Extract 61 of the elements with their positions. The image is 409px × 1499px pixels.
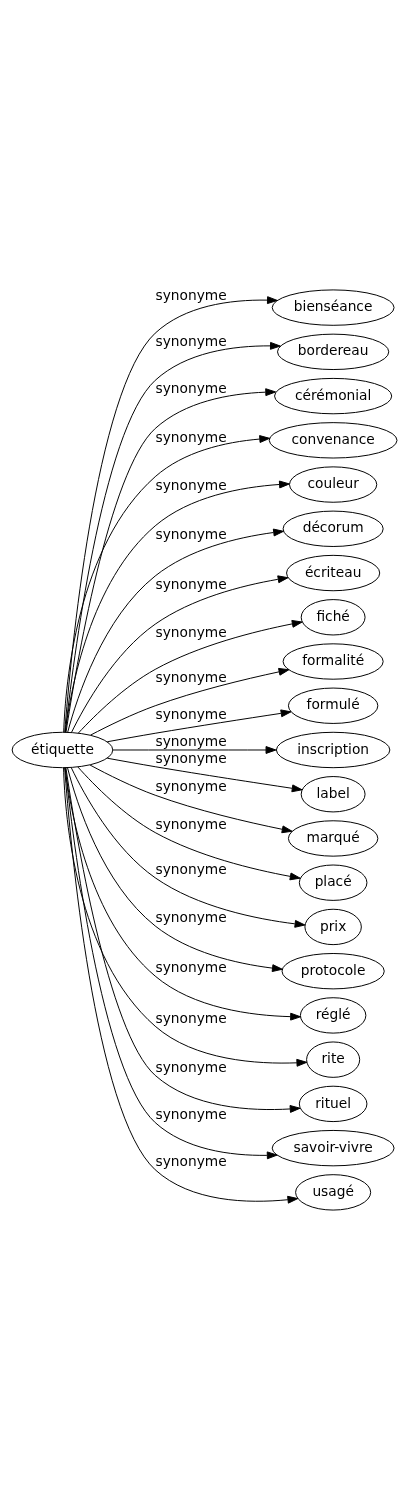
node-ellipse: placé	[298, 864, 368, 901]
arrow	[106, 709, 292, 743]
edge-label: synonyme	[155, 476, 227, 493]
node-ellipse: rituel	[298, 1085, 368, 1123]
edge-label: synonyme	[155, 733, 227, 750]
edge-label: synonyme	[155, 575, 227, 592]
node-ellipse: savoir-vivre	[271, 1129, 395, 1167]
node-ellipse: label	[300, 776, 366, 813]
node-ellipse: usagé	[295, 1174, 372, 1211]
edge-label: synonyme	[155, 959, 227, 976]
node-ellipse: rite	[306, 1041, 361, 1078]
node-ellipse: marqué	[287, 820, 379, 857]
edge-label: synonyme	[155, 1153, 227, 1170]
edge-label: synonyme	[155, 778, 227, 795]
node-ellipse: convenance	[268, 422, 398, 459]
arrow	[63, 435, 271, 733]
edge-label: synonyme	[155, 380, 227, 397]
arrow	[89, 764, 293, 834]
node-ellipse: fiché	[300, 599, 366, 636]
node-ellipse: formalité	[282, 643, 384, 680]
edge-label: synonyme	[155, 861, 227, 878]
edge-label: synonyme	[155, 1058, 227, 1075]
arrow	[106, 757, 303, 793]
node-ellipse: prix	[304, 908, 362, 946]
node-ellipse: protocole	[281, 953, 385, 990]
node-ellipse: bienséance	[271, 289, 395, 326]
node-ellipse: inscription	[275, 731, 391, 769]
node-ellipse: bordereau	[277, 333, 390, 371]
edge-label: synonyme	[155, 909, 227, 926]
node-ellipse: formulé	[287, 687, 379, 724]
edge-label: synonyme	[155, 286, 227, 303]
edge-label: synonyme	[155, 525, 227, 542]
arrow	[65, 767, 301, 1113]
edge-label: synonyme	[155, 815, 227, 832]
arrow	[67, 767, 283, 973]
arrow	[70, 575, 289, 733]
arrow	[63, 767, 308, 1067]
node-ellipse: réglé	[299, 997, 367, 1034]
edge-label: synonyme	[155, 428, 227, 445]
arrow	[90, 667, 290, 736]
node-ellipse: écriteau	[286, 554, 381, 592]
edge-label: synonyme	[155, 1009, 227, 1026]
arrow	[64, 480, 290, 733]
edge-label: synonyme	[155, 749, 227, 766]
edge-label: synonyme	[155, 1105, 227, 1122]
edge-label: synonyme	[155, 333, 227, 350]
arrow	[64, 767, 299, 1204]
node-ellipse: décorum	[282, 510, 384, 547]
arrow	[77, 619, 303, 734]
arrow	[77, 766, 301, 881]
node-ellipse: étiquette	[11, 731, 114, 769]
edge-label: synonyme	[155, 669, 227, 686]
arrow	[70, 767, 306, 928]
node-ellipse: couleur	[289, 466, 378, 503]
arrow	[64, 767, 301, 1021]
node-ellipse: cérémonial	[274, 377, 393, 415]
arrow	[112, 746, 277, 754]
edge-label: synonyme	[155, 705, 227, 722]
arrow	[64, 767, 278, 1160]
edge-label: synonyme	[155, 624, 227, 641]
arrow	[67, 528, 284, 733]
